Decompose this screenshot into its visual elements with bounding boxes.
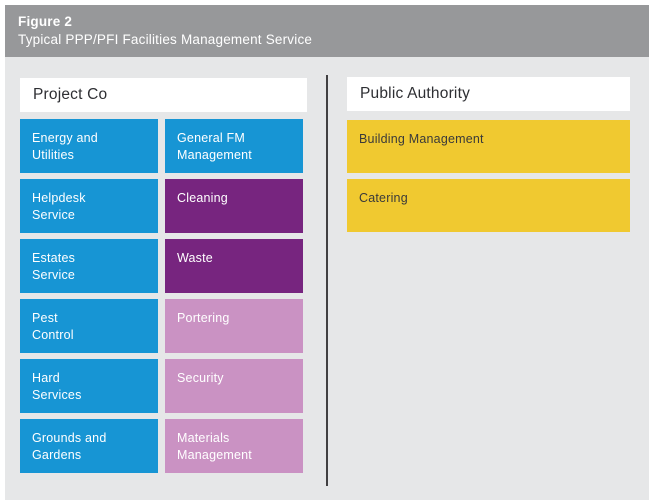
service-box: Estates Service (20, 239, 158, 293)
figure-title: Typical PPP/PFI Facilities Management Se… (18, 32, 313, 47)
project-co-heading: Project Co (20, 78, 307, 112)
figure-label: Figure 2 (18, 14, 73, 29)
service-box: Materials Management (165, 419, 303, 473)
service-box: Building Management (347, 120, 630, 173)
service-box: Energy and Utilities (20, 119, 158, 173)
service-box: General FM Management (165, 119, 303, 173)
service-box: Security (165, 359, 303, 413)
service-box: Waste (165, 239, 303, 293)
service-box: Grounds and Gardens (20, 419, 158, 473)
service-box: Catering (347, 179, 630, 232)
column-divider (326, 75, 328, 486)
service-box: Pest Control (20, 299, 158, 353)
figure-header-bar: Figure 2 Typical PPP/PFI Facilities Mana… (5, 5, 649, 57)
service-box: Cleaning (165, 179, 303, 233)
service-box: Portering (165, 299, 303, 353)
public-authority-heading: Public Authority (347, 77, 630, 111)
service-box: Helpdesk Service (20, 179, 158, 233)
service-box: Hard Services (20, 359, 158, 413)
